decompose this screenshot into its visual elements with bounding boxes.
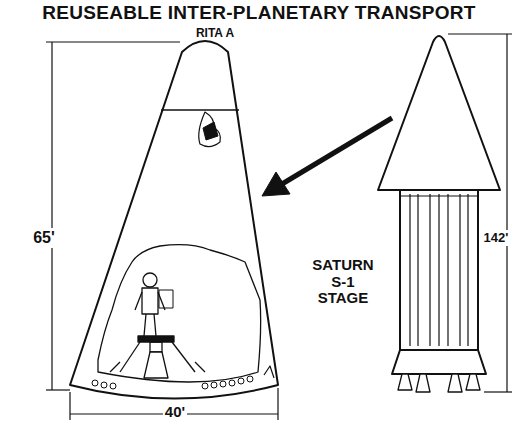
dimension: 142': [482, 230, 511, 246]
rita-cone: [70, 41, 278, 399]
title: REUSEABLE INTER-PLANETARY TRANSPORT: [0, 3, 518, 24]
dimension: 65': [31, 228, 57, 248]
dimension: 40': [163, 403, 187, 422]
nose-cone: [378, 36, 500, 190]
subtitle: RITA A: [196, 27, 234, 40]
stage-label: SATURN S-1 STAGE: [307, 257, 379, 307]
